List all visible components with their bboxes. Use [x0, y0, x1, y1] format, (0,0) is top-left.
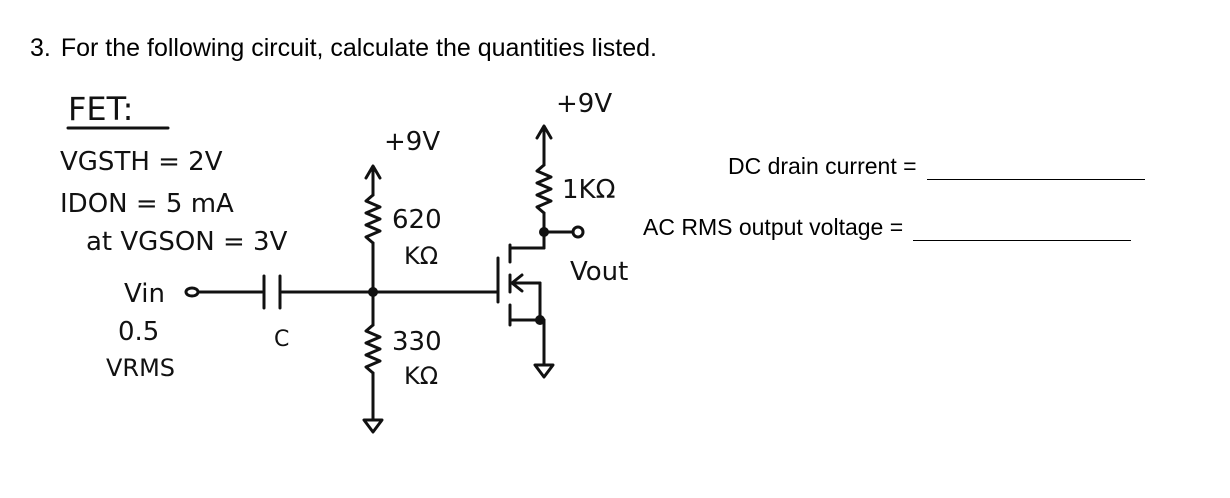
fet-heading: FET: [68, 90, 133, 128]
resistor-drain-label: 1KΩ [562, 175, 615, 205]
answer-label-dc-drain-current: DC drain current = [728, 153, 917, 179]
resistor-bottom-unit: KΩ [404, 362, 438, 390]
ground-left-icon [362, 418, 384, 434]
answer-dc-drain-current: DC drain current = [728, 153, 1145, 180]
supply-right-arrow-icon [535, 124, 553, 140]
resistor-top-value: 620 [392, 205, 442, 235]
gate-node-dot [368, 287, 378, 297]
vin-terminal [184, 286, 200, 298]
question-prompt: For the following circuit, calculate the… [60, 34, 657, 62]
idon-label: IDON = 5 mA [60, 189, 234, 219]
vin-value-label: 0.5 [118, 317, 159, 347]
resistor-bottom-value: 330 [392, 327, 442, 357]
vgson-label: at VGSON = 3V [86, 227, 288, 257]
supply-left-label: +9V [384, 127, 440, 157]
question-number: 3. [30, 34, 51, 62]
resistor-bottom [364, 323, 382, 375]
answer-blank-ac-rms-output-voltage[interactable] [913, 218, 1132, 241]
resistor-top [364, 193, 382, 245]
source-node-dot [535, 315, 545, 325]
vin-label: Vin [124, 279, 165, 309]
answer-ac-rms-output-voltage: AC RMS output voltage = [643, 214, 1132, 241]
vout-node-dot [539, 227, 549, 237]
vin-unit-label: VRMS [106, 354, 175, 382]
resistor-drain [535, 163, 553, 215]
question-text: 3. For the following circuit, calculate t… [30, 34, 657, 63]
supply-right-label: +9V [556, 89, 612, 119]
supply-left-arrow-icon [364, 164, 382, 180]
vout-terminal [571, 225, 585, 239]
vout-label: Vout [570, 257, 628, 287]
answer-label-ac-rms-output-voltage: AC RMS output voltage = [643, 214, 904, 240]
answer-blank-dc-drain-current[interactable] [926, 157, 1145, 180]
ground-right-icon [533, 363, 555, 379]
resistor-top-unit: KΩ [404, 242, 438, 270]
vgsth-label: VGSTH = 2V [60, 147, 223, 177]
fet-body-arrow-icon [510, 273, 524, 293]
capacitor-label: C [274, 327, 289, 352]
